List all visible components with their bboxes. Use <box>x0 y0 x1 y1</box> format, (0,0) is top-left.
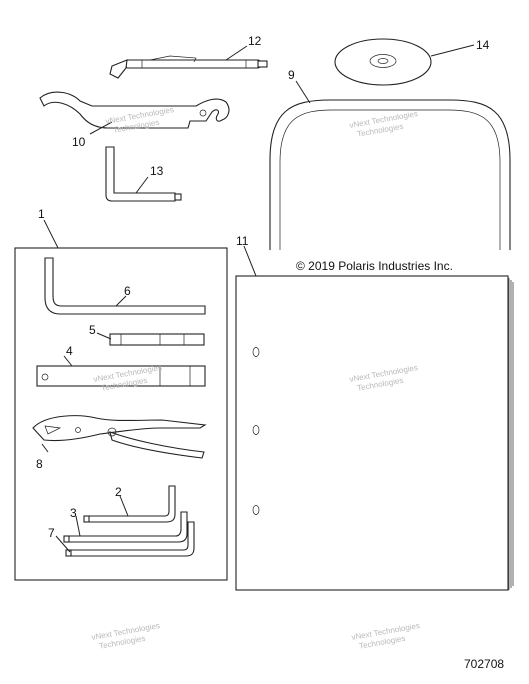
callout-6: 6 <box>124 284 131 298</box>
hex-key-medium <box>63 511 188 543</box>
callout-12: 12 <box>248 34 262 48</box>
callout-5: 5 <box>89 323 96 337</box>
owners-manual <box>235 275 514 591</box>
l-key <box>105 146 182 202</box>
hex-key-small <box>83 485 176 523</box>
tire-gauge <box>109 55 268 79</box>
watermark: vNext Technologies Technologies <box>91 621 161 651</box>
callout-7: 7 <box>48 526 55 540</box>
callout-3: 3 <box>70 506 77 520</box>
callout-14: 14 <box>476 38 490 52</box>
callout-13: 13 <box>150 164 164 178</box>
spanner-wrench <box>39 91 230 129</box>
watermark: vNext Technologies Technologies <box>351 621 421 651</box>
spark-plug-socket <box>36 365 206 387</box>
screwdriver-bit <box>109 333 205 346</box>
copyright-text: © 2019 Polaris Industries Inc. <box>296 259 453 273</box>
callout-1: 1 <box>38 207 45 221</box>
callout-11: 11 <box>236 234 249 248</box>
callout-8: 8 <box>36 457 43 471</box>
callout-2: 2 <box>115 485 122 499</box>
figure-number: 702708 <box>464 657 504 671</box>
hex-key-large <box>44 257 206 315</box>
callout-9: 9 <box>288 68 295 82</box>
callout-4: 4 <box>66 344 73 358</box>
callout-10: 10 <box>72 135 86 149</box>
cd-disc <box>334 38 432 86</box>
pliers <box>32 415 207 459</box>
storage-pouch <box>269 99 511 250</box>
